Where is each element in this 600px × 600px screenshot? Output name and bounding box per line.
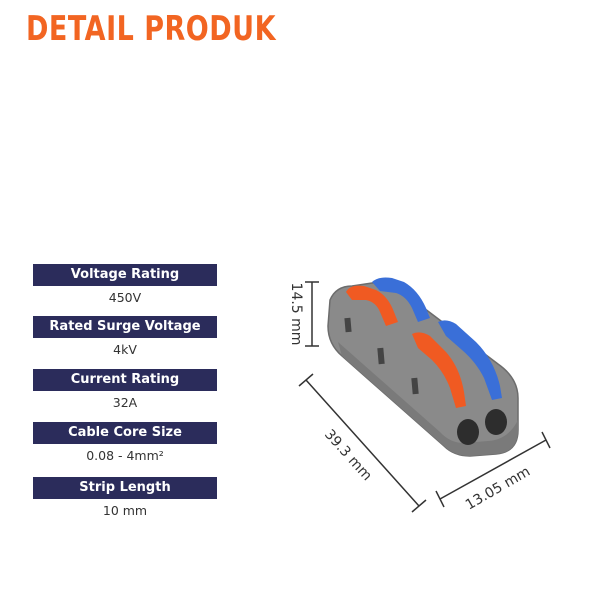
spec-label: Cable Core Size [33,422,217,444]
spec-label: Current Rating [33,369,217,391]
spec-strip-length: Strip Length 10 mm [33,477,217,518]
spec-value: 450V [108,290,142,305]
spec-label: Voltage Rating [33,264,217,286]
height-dimension-line [305,281,319,347]
page-title: DETAIL PRODUK [26,10,277,49]
spec-voltage-rating: Voltage Rating 450V [33,264,217,305]
spec-current-rating: Current Rating 32A [33,369,217,410]
spec-value: 0.08 - 4mm² [86,448,164,463]
length-dimension-label: 39.3 mm [321,427,375,484]
width-dimension-line [435,431,551,508]
spec-cable-core-size: Cable Core Size 0.08 - 4mm² [33,422,217,463]
spec-label: Strip Length [33,477,217,499]
wire-entry-holes [457,409,507,445]
spec-label: Rated Surge Voltage [33,316,217,338]
blue-lever [372,277,502,400]
spec-value: 10 mm [102,503,148,518]
spec-value: 32A [112,395,138,410]
connector-body [327,281,519,457]
width-dimension-label: 13.05 mm [463,464,533,514]
height-dimension-label: 14.5 mm [288,283,304,346]
spec-rated-surge-voltage: Rated Surge Voltage 4kV [33,316,217,357]
orange-lever [346,285,466,408]
length-dimension-line [298,373,427,513]
spec-value: 4kV [113,342,137,357]
